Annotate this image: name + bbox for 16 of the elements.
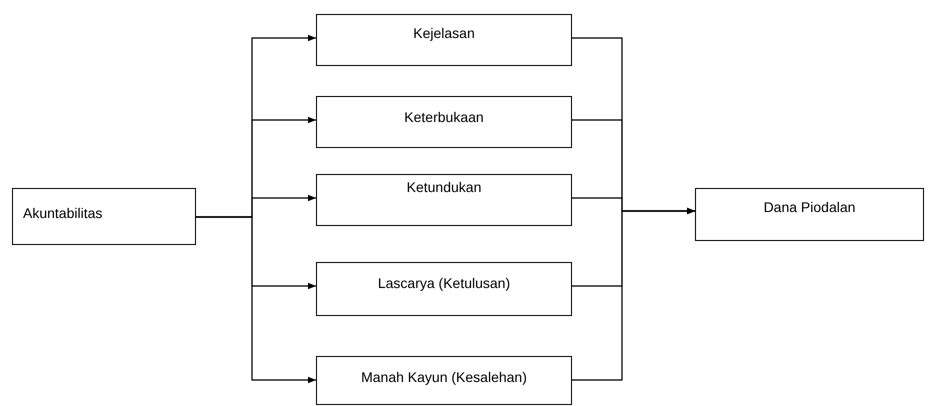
box-label: Keterbukaan	[403, 109, 485, 125]
process-box	[695, 188, 924, 241]
box-label: Manah Kayun (Kesalehan)	[360, 369, 528, 385]
box-label: Ketundukan	[406, 179, 482, 195]
arrow	[196, 216, 316, 384]
process-box	[316, 96, 572, 148]
box-label: Kejelasan	[412, 25, 476, 41]
process-box	[316, 174, 572, 226]
process-box	[12, 188, 196, 245]
arrow	[572, 208, 695, 381]
box-label: Dana Piodalan	[762, 199, 856, 215]
box-label: Lascarya (Ketulusan)	[376, 275, 512, 291]
process-box	[316, 262, 572, 316]
box-label: Akuntabilitas	[23, 205, 104, 221]
process-box	[316, 14, 572, 66]
process-box	[316, 356, 572, 405]
